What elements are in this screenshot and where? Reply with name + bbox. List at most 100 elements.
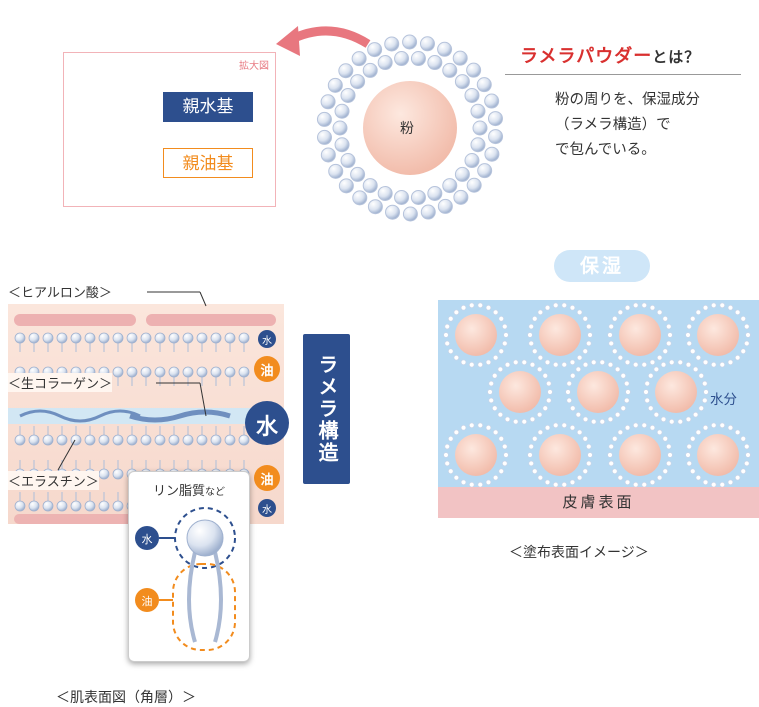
coated-particle-core xyxy=(577,371,619,413)
lamella-bead xyxy=(334,137,350,153)
lipid-head xyxy=(140,434,152,446)
lipid-head xyxy=(182,366,194,378)
lipid-head xyxy=(98,500,110,512)
lipid-head xyxy=(168,434,180,446)
lamella-bead xyxy=(385,204,401,220)
collagen-label: ＜生コラーゲン＞ xyxy=(8,373,113,392)
lipid-head xyxy=(98,434,110,446)
coated-particle-core xyxy=(619,314,661,356)
lipid-head xyxy=(126,434,138,446)
lipid-head xyxy=(98,468,110,480)
powder-title: ラメラパウダーとは？ xyxy=(520,42,700,68)
lamella-bead xyxy=(420,204,436,220)
lipid-head xyxy=(238,332,250,344)
water-icon-large: 水 xyxy=(255,415,278,440)
elastin-label: ＜エラスチン＞ xyxy=(8,471,99,490)
lamella-bead xyxy=(320,94,336,110)
lamella-bead xyxy=(352,190,368,206)
oil-icon: 油 xyxy=(260,364,274,379)
lamella-bead xyxy=(466,62,482,78)
lipid-head xyxy=(14,434,26,446)
lipid-head xyxy=(168,366,180,378)
lamella-bead xyxy=(477,163,493,179)
lipid-head xyxy=(84,500,96,512)
lamella-bead xyxy=(402,206,418,222)
water-icon-small: 水 xyxy=(262,505,272,516)
lamella-bead xyxy=(317,129,333,145)
lipophilic-label: 親油基 xyxy=(163,148,253,178)
hyaluronic-label: ＜ヒアルロン酸＞ xyxy=(8,286,112,301)
lipid-head xyxy=(140,332,152,344)
lamella-bead xyxy=(476,77,492,93)
lamella-structure-label: ラメラ構造 xyxy=(303,334,350,484)
coated-particle-core xyxy=(539,434,581,476)
lipid-head xyxy=(126,332,138,344)
lamella-bead xyxy=(484,146,500,162)
lamella-bead xyxy=(488,129,504,145)
lipid-head xyxy=(112,332,124,344)
lipid-head xyxy=(70,500,82,512)
skin-caption: ＜肌表面図（角層）＞ xyxy=(56,690,196,706)
coated-particle-core xyxy=(655,371,697,413)
lipid-head xyxy=(238,366,250,378)
lamella-bead xyxy=(442,178,458,194)
lamella-bead xyxy=(410,51,426,67)
oil-icon: 油 xyxy=(260,473,274,488)
lamella-bead xyxy=(367,42,383,58)
lipid-head xyxy=(182,434,194,446)
lamella-bead xyxy=(328,163,344,179)
lipid-head xyxy=(224,332,236,344)
title-divider xyxy=(505,74,741,75)
lamella-bead xyxy=(437,41,453,57)
lamella-bead xyxy=(316,111,332,127)
lamella-bead xyxy=(351,51,367,67)
lamella-bead xyxy=(394,189,410,205)
coated-particle-core xyxy=(499,371,541,413)
lamella-bead xyxy=(452,50,468,66)
lamella-bead xyxy=(427,55,443,71)
lipid-head xyxy=(112,434,124,446)
skin-surface-strip: 皮膚表面 xyxy=(438,487,759,518)
lipid-head xyxy=(70,332,82,344)
lamella-bead xyxy=(327,77,343,93)
lipid-head xyxy=(154,332,166,344)
lipid-head xyxy=(84,434,96,446)
lamella-bead xyxy=(362,62,378,78)
phospholipid-title-text: リン脂質 xyxy=(152,484,205,499)
lipid-head xyxy=(14,332,26,344)
coated-particle-core xyxy=(455,434,497,476)
powder-lamella-shell xyxy=(316,34,504,222)
zoom-box: 拡大図 親水基 親油基 xyxy=(63,52,276,207)
lipid-head xyxy=(140,366,152,378)
lamella-bead xyxy=(377,55,393,71)
coated-particles xyxy=(443,302,751,488)
moisture-badge: 保湿 xyxy=(554,250,650,282)
lipid-head xyxy=(196,332,208,344)
phospholipid-title: リン脂質など xyxy=(129,480,249,499)
lamella-bead xyxy=(454,74,470,90)
zoom-tag: 拡大図 xyxy=(239,61,269,72)
lipid-head xyxy=(56,332,68,344)
description-line: で包んでいる。 xyxy=(555,142,656,158)
lamella-bead xyxy=(350,166,366,182)
lamella-bead xyxy=(470,103,486,119)
lipid-head xyxy=(42,500,54,512)
phospholipid-molecule xyxy=(135,507,236,651)
hydrophilic-label: 親水基 xyxy=(163,92,253,122)
zoom-arrow-head xyxy=(276,26,300,56)
powder-description: 粉の周りを、保湿成分 （ラメラ構造）で で包んでいる。 xyxy=(555,88,755,163)
lamella-bead xyxy=(487,111,503,127)
lamella-bead xyxy=(320,147,336,163)
coated-particle-core xyxy=(539,314,581,356)
powder-title-main: ラメラパウダー xyxy=(520,46,653,67)
lipid-head xyxy=(42,434,54,446)
description-line: （ラメラ構造）で xyxy=(555,117,671,133)
lipid-head xyxy=(238,434,250,446)
lipid-head xyxy=(154,366,166,378)
lipid-head xyxy=(210,366,222,378)
phospholipid-card: リン脂質など 水 油 xyxy=(128,471,250,662)
coated-particle-core xyxy=(697,434,739,476)
lamella-bead xyxy=(394,51,410,67)
lipid-head xyxy=(42,332,54,344)
lamella-bead xyxy=(362,178,378,194)
